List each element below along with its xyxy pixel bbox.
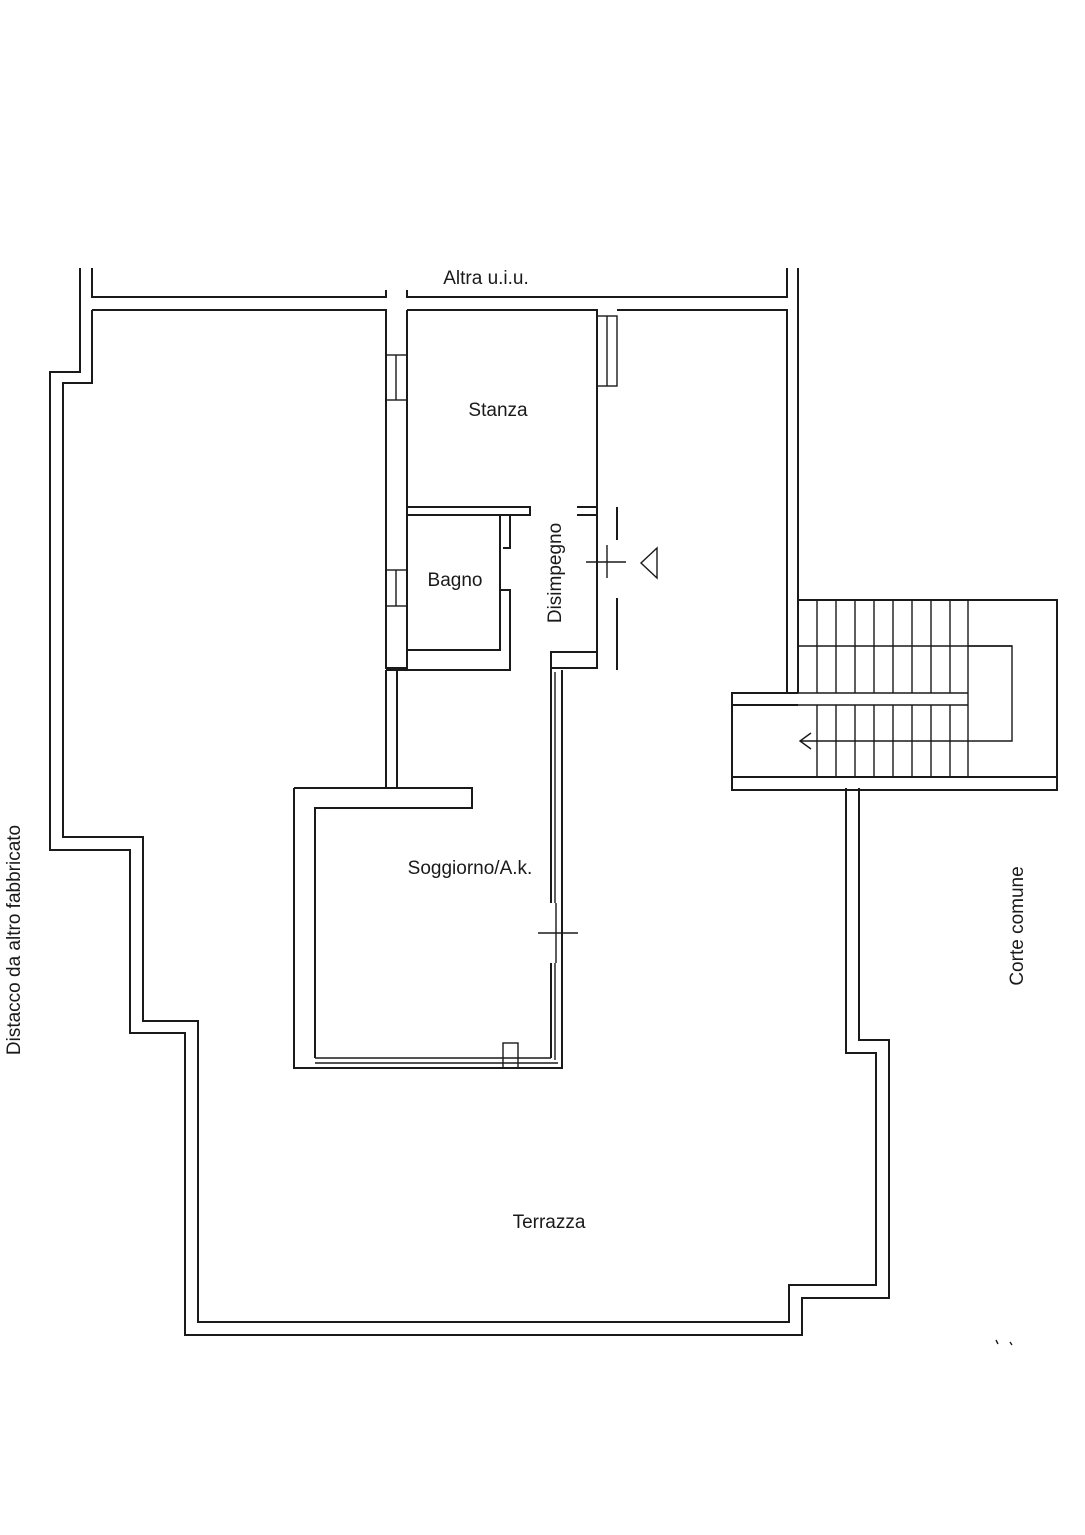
interior-walls xyxy=(386,506,626,671)
bathroom-label: Bagno xyxy=(428,570,483,591)
terrace-label: Terrazza xyxy=(513,1212,586,1233)
north-marker-fragment xyxy=(995,1339,1013,1346)
bedroom-label: Stanza xyxy=(468,400,528,421)
hallway-label: Disimpegno xyxy=(545,523,566,623)
stair-treads xyxy=(816,600,951,777)
courtyard-label: Corte comune xyxy=(1007,866,1028,985)
window-openings xyxy=(385,315,618,607)
living-room-walls xyxy=(293,668,578,1069)
setback-label: Distacco da altro fabbricato xyxy=(4,825,25,1055)
exterior-wall xyxy=(49,309,890,1336)
neighbor-unit-label: Altra u.i.u. xyxy=(443,268,529,289)
staircase xyxy=(731,599,1058,791)
living-room-label: Soggiorno/A.k. xyxy=(408,858,533,879)
neighbor-party-wall xyxy=(79,268,799,310)
entrance-marker xyxy=(639,546,658,580)
